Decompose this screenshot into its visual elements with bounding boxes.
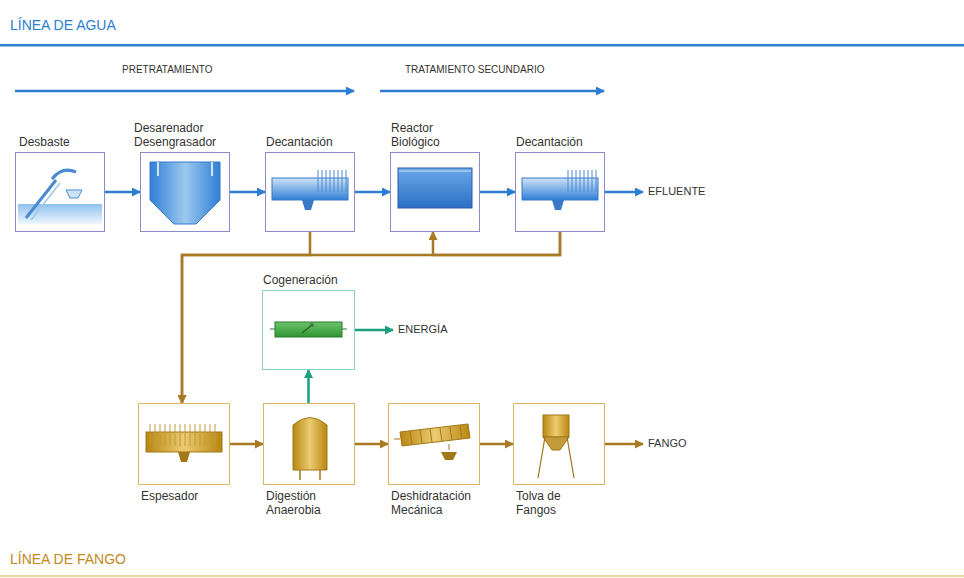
box-label: Deshidratación Mecánica	[391, 489, 487, 517]
process-box: Digestión Anaerobia	[263, 403, 355, 485]
box-label-text: Espesador	[141, 489, 198, 503]
process-box: Reactor Biológico	[390, 152, 480, 232]
box-label: Decantación	[516, 135, 583, 149]
process-box: Desbaste	[15, 152, 105, 232]
flow-arrow	[182, 232, 310, 403]
box-label: Desbaste	[19, 135, 70, 149]
box-label-text: Decantación	[266, 135, 333, 149]
box-label: Desarenador Desengrasador	[134, 121, 220, 149]
flow-arrow	[480, 191, 515, 194]
flow-arrow	[433, 232, 560, 255]
flow-arrow	[230, 191, 265, 194]
box-label-text: Decantación	[516, 135, 583, 149]
box-label: Tolva de Fangos	[516, 489, 578, 517]
box-label: Reactor Biológico	[391, 121, 455, 149]
box-label: Cogeneración	[263, 273, 338, 287]
diagram-title: LÍNEA DE AGUA	[10, 17, 116, 33]
box-label: Digestión Anaerobia	[266, 489, 342, 517]
process-box: Deshidratación Mecánica	[388, 403, 480, 485]
flow-arrow	[307, 370, 310, 403]
box-label-text: Reactor Biológico	[391, 121, 455, 149]
box-label-text: Digestión Anaerobia	[266, 489, 342, 517]
flow-arrow	[182, 232, 560, 403]
box-label-text: Desbaste	[19, 135, 70, 149]
output-label: FANGO	[648, 437, 687, 449]
stage-label: TRATAMIENTO SECUNDARIO	[405, 64, 544, 75]
process-box: Tolva de Fangos	[513, 403, 605, 485]
process-box: Decantación	[265, 152, 355, 232]
process-box: Decantación	[515, 152, 605, 232]
flow-arrow	[355, 191, 390, 194]
output-label: EFLUENTE	[648, 185, 705, 197]
flow-arrow	[355, 443, 388, 446]
section-title: LÍNEA DE FANGO	[10, 551, 126, 567]
box-label-text: Deshidratación Mecánica	[391, 489, 487, 517]
box-label: Decantación	[266, 135, 333, 149]
process-box: Espesador	[138, 403, 230, 485]
output-label: ENERGÍA	[398, 323, 448, 335]
box-label-text: Tolva de Fangos	[516, 489, 578, 517]
box-label-text: Desarenador Desengrasador	[134, 121, 220, 149]
process-box: Cogeneración	[262, 290, 355, 370]
box-label-text: Cogeneración	[263, 273, 338, 287]
flow-arrow	[480, 443, 513, 446]
box-label: Espesador	[141, 489, 198, 503]
stage-label: PRETRATAMIENTO	[122, 64, 213, 75]
flow-arrow	[105, 191, 140, 194]
flow-arrow	[230, 443, 263, 446]
process-box: Desarenador Desengrasador	[140, 152, 230, 232]
